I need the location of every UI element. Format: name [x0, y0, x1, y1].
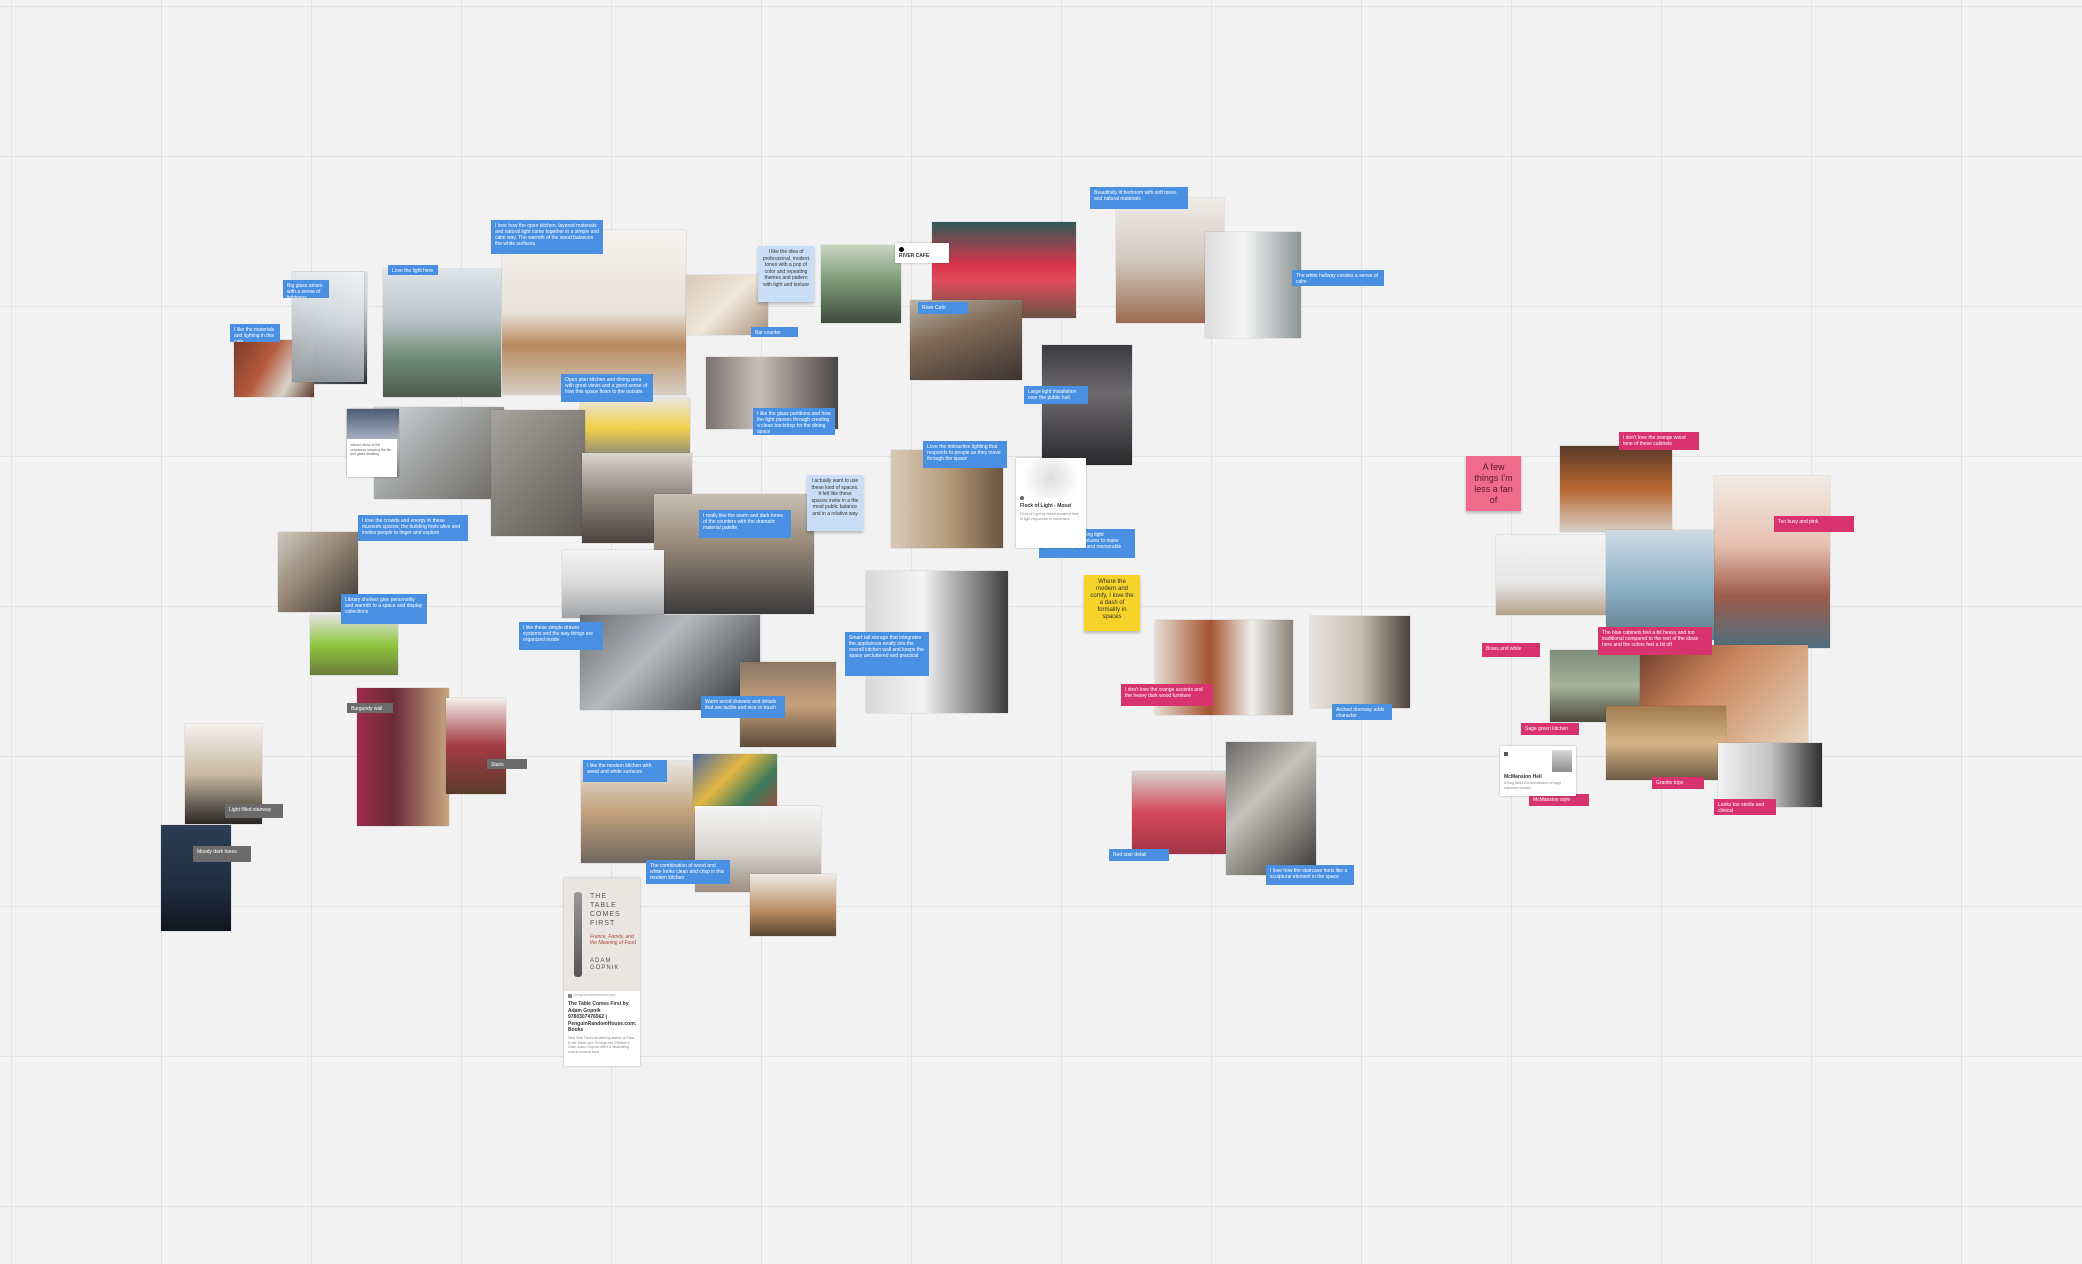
note-pink-orange-living[interactable]: I don't love the orange accents and the …: [1121, 684, 1213, 706]
link-icon: [1020, 496, 1024, 500]
note-pink-granite[interactable]: Granite tops: [1652, 777, 1704, 789]
photo-art-wall-rug[interactable]: [1714, 476, 1830, 648]
photo-warm-room[interactable]: [686, 275, 768, 335]
mcmansion-thumbnail: [1552, 750, 1572, 772]
card-description: Flock of Light by Mosei creates a field …: [1020, 512, 1079, 521]
note-pink-faucet[interactable]: Brass and white: [1482, 643, 1540, 657]
note-tall-storage[interactable]: Smart tall storage that integrates the a…: [845, 632, 929, 676]
note-red-stair[interactable]: Red stair detail: [1109, 849, 1169, 861]
photo-concrete-detail[interactable]: [491, 410, 585, 536]
link-card-mcmansion-hell[interactable]: McMansion Hell A blog about the architec…: [1500, 746, 1576, 796]
note-pink-dark-kitchen[interactable]: Looks too sterile and clinical: [1714, 799, 1776, 815]
note-white-hall[interactable]: The white hallway creates a sense of cal…: [1292, 270, 1384, 286]
note-pink-sage[interactable]: Sage green kitchen: [1521, 723, 1579, 735]
photo-drawer-organizer[interactable]: [580, 615, 760, 710]
note-bar-stools[interactable]: Bar counter: [751, 327, 798, 337]
photo-navy-room[interactable]: [161, 825, 231, 931]
note-dark-kitchen-counter[interactable]: I really like the warm and dark tones of…: [699, 510, 791, 538]
note-pink-rug[interactable]: Too busy and pink: [1774, 516, 1854, 532]
note-pink-mcmansion[interactable]: McMansion style: [1529, 794, 1589, 806]
card-description: A blog about the architecture of large s…: [1504, 781, 1562, 790]
link-icon: [1504, 752, 1508, 756]
photo-river-cafe-interior[interactable]: [821, 245, 901, 323]
photo-green-room[interactable]: [310, 615, 398, 675]
link-card-flock-of-light[interactable]: Flock of Light - Mosei Flock of Light by…: [1016, 458, 1086, 548]
label-white-stair[interactable]: Light filled stairway: [225, 804, 283, 818]
book-knife-fork-icon: [574, 892, 582, 977]
note-pink-orange-cabinets[interactable]: I don't love the orange wood tone of the…: [1619, 432, 1699, 450]
book-cover-title: THE TABLE COMES FIRST: [590, 893, 621, 927]
note-modern-kitchen[interactable]: I like the modern kitchen with wood and …: [583, 760, 667, 782]
note-light-cafe[interactable]: I like the materials and lighting in thi…: [230, 324, 280, 342]
photo-granite-island[interactable]: [1606, 706, 1726, 780]
book-cover-image: THE TABLE COMES FIRST France, Family, an…: [564, 878, 640, 991]
photo-blue-cabinet-kitchen[interactable]: [1606, 530, 1714, 640]
note-white-kitchen[interactable]: The combination of wood and white looks …: [646, 860, 730, 884]
card-title: The Table Comes First by Adam Gopnik 978…: [568, 1001, 637, 1033]
photo-glass-pavilion[interactable]: [383, 269, 501, 397]
note-museum-crowd[interactable]: I love the crowds and energy in these mu…: [358, 515, 468, 541]
photo-orange-cabinet-kitchen[interactable]: [1560, 446, 1672, 532]
photo-arched-doorway[interactable]: [1310, 616, 1410, 708]
photo-white-bath[interactable]: [562, 550, 664, 618]
link-icon: [568, 994, 572, 998]
photo-white-hallway[interactable]: [1205, 232, 1301, 338]
note-glass-atrium[interactable]: Big glass atrium with a sense of lightne…: [283, 280, 329, 298]
note-dark-terminal[interactable]: Large light installation over the public…: [1024, 386, 1088, 404]
card-source: penguinrandomhouse.com: [574, 993, 616, 997]
photo-colorful-shelf[interactable]: [693, 754, 777, 812]
photo-white-kitchen-bar[interactable]: [502, 230, 686, 395]
link-preview-image: [1016, 458, 1086, 498]
note-stone-stair[interactable]: I love how the staircase feels like a sc…: [1266, 865, 1354, 885]
photo-dark-terminal[interactable]: [1042, 345, 1132, 465]
photo-red-staircase[interactable]: [1132, 771, 1226, 854]
label-navy-room[interactable]: Moody dark tones: [193, 846, 251, 862]
photo-stone-staircase[interactable]: [1226, 742, 1316, 875]
photo-yellow-stools[interactable]: [580, 398, 690, 458]
note-flock-light[interactable]: Love the interactive lighting that respo…: [923, 441, 1007, 468]
book-cover-subtitle: France, Family, and the Meaning of Food: [590, 934, 636, 946]
note-library-shelves[interactable]: Library shelves give personality and war…: [341, 594, 427, 624]
note-open-kitchen-dining[interactable]: Open plan kitchen and dining area with g…: [561, 374, 653, 402]
note-love-this[interactable]: Love the light here: [388, 265, 438, 275]
card-title: McMansion Hell: [1504, 774, 1542, 780]
photo-red-bookshelf-stair[interactable]: [446, 698, 506, 794]
note-pink-blue-cabinet[interactable]: The blue cabinets feel a bit heavy and t…: [1598, 627, 1712, 655]
card-title: RIVER CAFE: [899, 253, 930, 259]
note-river-cafe-team[interactable]: River Cafe: [918, 302, 968, 314]
sticky-professional-tones[interactable]: I like the idea of professional, modest …: [758, 246, 814, 302]
note-glass-partition[interactable]: I like the glass partitions and how the …: [753, 408, 835, 435]
label-stair[interactable]: Stairs: [487, 759, 527, 769]
link-card-table-comes-first[interactable]: THE TABLE COMES FIRST France, Family, an…: [564, 878, 640, 1066]
note-bedroom-light[interactable]: Beautifully lit bedroom with soft tones …: [1090, 187, 1188, 209]
link-card-concourse[interactable]: Interior views of the concourse showing …: [347, 409, 397, 477]
note-arched-door[interactable]: Arched doorway adds character: [1332, 704, 1392, 720]
card-description: Interior views of the concourse showing …: [350, 443, 392, 456]
card-title: Flock of Light - Mosei: [1020, 503, 1072, 509]
sticky-use-these-spaces[interactable]: I actually want to use these kind of spa…: [807, 475, 863, 531]
label-burgundy[interactable]: Burgundy wall: [347, 703, 393, 713]
note-drawer-details[interactable]: I like these simple drawer systems and t…: [519, 622, 603, 650]
photo-wood-console[interactable]: [750, 874, 836, 936]
link-card-river-cafe[interactable]: RIVER CAFE: [895, 243, 949, 263]
photo-white-dark-kitchen[interactable]: [1718, 743, 1822, 807]
sticky-less-a-fan[interactable]: A few things I'm less a fan of: [1466, 456, 1521, 511]
photo-white-faucet-sink[interactable]: [1496, 535, 1611, 615]
card-description: New York Times bestselling author of Par…: [568, 1036, 635, 1054]
book-cover-author: ADAM GOPNIK: [590, 958, 620, 971]
link-preview-image: [347, 409, 397, 439]
note-main-hall[interactable]: I love how the open kitchen, layered mat…: [491, 220, 603, 254]
sticky-modern-comfy[interactable]: Where the modern and comfy, I love the a…: [1084, 575, 1140, 631]
note-warm-wood[interactable]: Warm wood drawers and details that are t…: [701, 696, 785, 718]
river-cafe-logo-icon: [899, 247, 904, 252]
